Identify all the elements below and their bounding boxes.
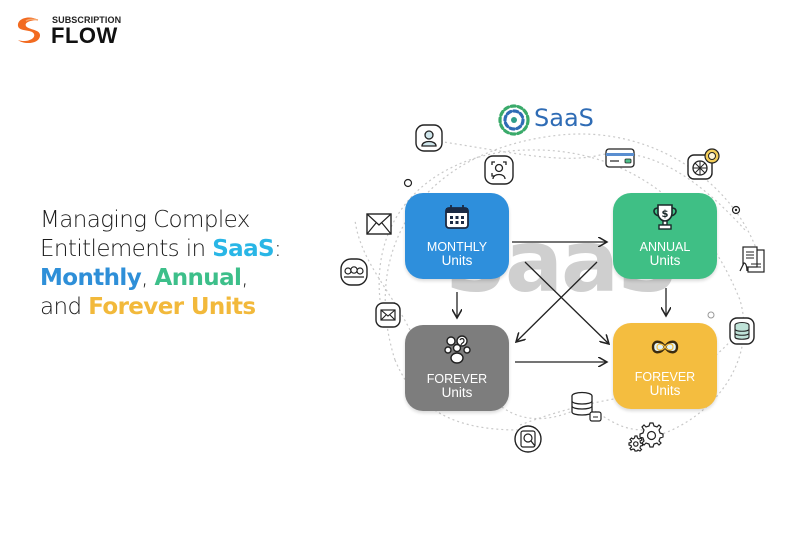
- orbit-arc: [519, 319, 746, 426]
- orbit-arc: [429, 139, 746, 231]
- arrow-monthly-to-forever-yellow: [524, 261, 609, 344]
- box-label-line2: Units: [441, 385, 473, 400]
- infinity-icon: [651, 340, 679, 354]
- email-icon: [366, 213, 392, 235]
- subscriptionflow-swirl-icon: [17, 17, 41, 44]
- headline-text: and: [40, 294, 89, 320]
- headline-text: ,: [141, 265, 155, 291]
- logo-title: FLOW: [51, 23, 118, 48]
- team-icon: [444, 335, 471, 364]
- headline: Managing Complex Entitlements in SaaS: M…: [40, 206, 282, 322]
- box-label-line2: Units: [649, 383, 681, 398]
- credit-card-icon: [605, 148, 635, 168]
- box-label-line1: FOREVER: [426, 372, 488, 386]
- face-id-icon: [484, 155, 514, 185]
- mail-icon: [375, 302, 401, 328]
- headline-line-2: Entitlements in SaaS:: [40, 235, 282, 264]
- headline-line-1: Managing Complex: [40, 206, 281, 235]
- orbit-arc: [394, 359, 521, 431]
- orbit-dot-icon: [403, 178, 413, 188]
- subscriptionflow-logo: SUBSCRIPTION FLOW: [12, 12, 122, 48]
- svg-text:$: $: [662, 209, 669, 220]
- database-icon: [729, 317, 755, 345]
- orbit-arc: [354, 219, 411, 331]
- box-label-line1: MONTHLY: [426, 240, 488, 254]
- headline-line-4: and Forever Units: [40, 293, 281, 322]
- document-hand-icon: [739, 246, 765, 273]
- saas-title-text: SaaS: [534, 104, 594, 132]
- box-label-line1: FOREVER: [634, 370, 696, 384]
- headline-text: Entitlements in: [40, 236, 213, 262]
- highlight-forever-units: Forever Units: [88, 294, 256, 320]
- saas-title: SaaS: [496, 100, 616, 140]
- coin-settings-icon: [687, 148, 720, 180]
- headline-text: :: [273, 236, 282, 262]
- saas-logo-icon: [498, 104, 530, 136]
- headline-text: Managing Complex: [40, 207, 250, 233]
- arrow-annual-to-forever-gray: [516, 261, 598, 342]
- orbit-arc: [378, 149, 745, 441]
- box-label-line2: Units: [441, 253, 473, 268]
- orbit-dot-icon: [731, 205, 741, 215]
- highlight-annual: Annual: [154, 265, 242, 291]
- user-search-icon: [514, 425, 542, 453]
- headline-text: ,: [241, 265, 248, 291]
- user-icon: [415, 124, 443, 152]
- highlight-monthly: Monthly: [40, 265, 142, 291]
- highlight-saas: SaaS: [212, 236, 274, 262]
- orbit-arc: [384, 133, 761, 361]
- gears-icon: [628, 422, 664, 452]
- orbit-dot-icon: [707, 311, 715, 319]
- box-label-line1: ANNUAL: [639, 240, 691, 254]
- database-transfer-icon: [571, 391, 602, 422]
- trophy-dollar-icon: $: [653, 204, 677, 230]
- box-label-line2: Units: [649, 253, 681, 268]
- logo-subtitle: SUBSCRIPTION: [52, 15, 122, 25]
- group-icon: [340, 258, 368, 286]
- headline-line-3: Monthly, Annual,: [40, 264, 281, 293]
- calendar-icon: [445, 205, 469, 229]
